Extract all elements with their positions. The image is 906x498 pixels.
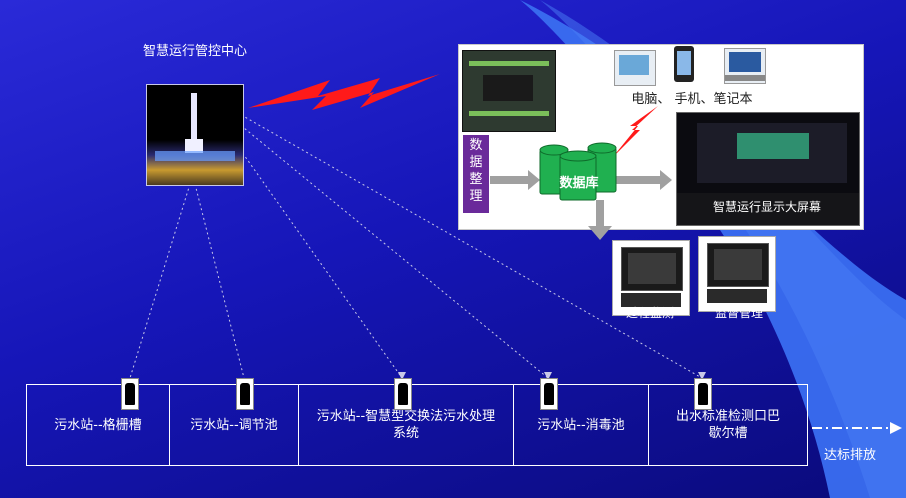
data-sort-char: 数 (469, 138, 483, 153)
plc-controller-icon (462, 50, 556, 132)
station-label: 污水站--调节池 (190, 417, 278, 433)
control-center-photo (146, 84, 244, 186)
arrow-icon (612, 170, 672, 190)
phone-icon (674, 46, 694, 82)
computer-icon (614, 50, 656, 86)
sensor-icon (394, 378, 412, 410)
panel-arrows (490, 106, 672, 240)
arrow-icon (588, 200, 612, 240)
data-sort-char: 据 (469, 155, 483, 170)
arrow-icon (490, 170, 540, 190)
supervision-monitor-image (698, 236, 776, 312)
station-box: 污水站--调节池 (169, 384, 299, 466)
station-box: 污水站--消毒池 (513, 384, 649, 466)
sensor-icon (540, 378, 558, 410)
center-title: 智慧运行管控中心 (142, 44, 247, 59)
process-monitor-label: 过程监测 (625, 306, 674, 320)
big-screen-image (676, 112, 860, 226)
station-box: 污水站--格栅槽 (26, 384, 170, 466)
supervision-label: 监督管理 (714, 306, 763, 320)
discharge-arrow-icon (812, 422, 902, 434)
process-monitor-image (612, 240, 690, 316)
data-sort-box: 数 据 整 理 (462, 134, 490, 214)
station-label: 污水站--消毒池 (537, 417, 625, 433)
lightning-icon (248, 74, 440, 110)
devices-label: 电脑、 手机、笔记本 (631, 92, 753, 107)
station-label: 出水标准检测口巴歇尔槽 (675, 409, 780, 441)
big-screen-label: 智慧运行显示大屏幕 (712, 200, 821, 214)
station-label: 污水站--智慧型交换法污水处理系统 (316, 409, 496, 441)
data-sort-char: 理 (469, 189, 483, 204)
database-label: 数据库 (559, 176, 599, 191)
laptop-icon (724, 48, 766, 84)
lightning-icon (612, 106, 658, 158)
sensor-icon (121, 378, 139, 410)
connection-arrowheads (398, 372, 706, 380)
database-icon (539, 142, 617, 201)
data-sort-char: 整 (469, 172, 483, 187)
station-box: 污水站--智慧型交换法污水处理系统 (298, 384, 514, 466)
sensor-icon (694, 378, 712, 410)
discharge-label: 达标排放 (824, 448, 877, 463)
background-curve (520, 0, 906, 498)
station-label: 污水站--格栅槽 (54, 417, 142, 433)
station-box: 出水标准检测口巴歇尔槽 (648, 384, 808, 466)
sensor-icon (236, 378, 254, 410)
